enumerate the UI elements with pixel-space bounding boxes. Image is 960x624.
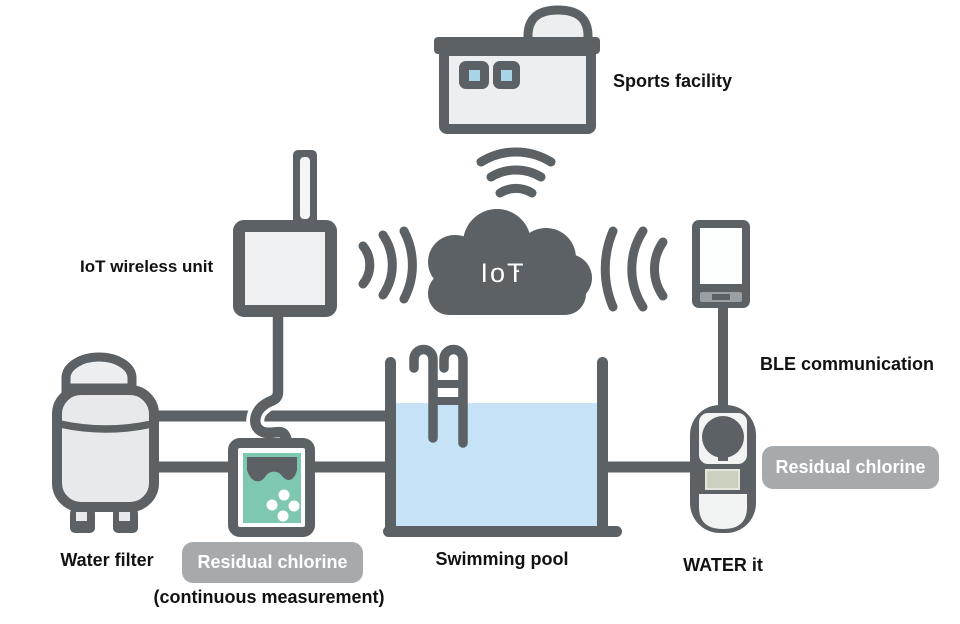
tank-divider	[59, 420, 153, 433]
sensor-liquid	[247, 457, 297, 482]
residual-chlorine-portable-badge: Residual chlorine	[762, 446, 939, 489]
building-window-2-pane	[501, 70, 512, 81]
water-it-label: WATER it	[683, 555, 763, 575]
smartphone-icon	[692, 220, 750, 412]
tank-body	[52, 385, 159, 512]
meter-display	[705, 469, 740, 490]
meter-base	[699, 494, 747, 529]
tank-foot-left-notch	[76, 512, 87, 521]
pool-wall-right	[597, 357, 608, 537]
building-window-1-pane	[469, 70, 480, 81]
pool-bottom	[383, 526, 622, 537]
iot-wireless-unit-icon	[233, 150, 337, 317]
antenna-slot	[300, 157, 310, 219]
meter-lens-tab	[718, 454, 728, 461]
iot-wireless-unit-label: IoT wireless unit	[80, 257, 214, 276]
cloud-label: IoT	[480, 258, 526, 288]
chlorine-sensor-icon	[228, 438, 315, 537]
signal-left-icon	[358, 226, 417, 304]
sports-facility-label: Sports facility	[613, 71, 733, 91]
meter-lens	[702, 416, 744, 458]
water-filter-label: Water filter	[60, 550, 154, 570]
sports-facility-icon	[434, 5, 600, 134]
wire-line	[250, 306, 293, 453]
unit-box	[233, 220, 337, 317]
phone-home-button	[712, 294, 730, 300]
tank-cap	[61, 352, 137, 393]
continuous-measurement-label: (continuous measurement)	[153, 587, 385, 607]
pool-wall-left	[385, 357, 396, 537]
water-it-meter-icon	[690, 405, 756, 533]
pool-ladder-icon	[409, 344, 468, 448]
ble-communication-label: BLE communication	[760, 354, 935, 374]
signal-right-icon	[600, 226, 668, 312]
iot-cloud-icon	[428, 209, 592, 315]
swimming-pool-label: Swimming pool	[435, 549, 569, 569]
sensor-bubbles	[266, 489, 300, 522]
water-filter-icon	[52, 352, 159, 533]
phone-screen	[700, 228, 742, 284]
sensor-wire	[246, 306, 296, 456]
tank-foot-right-notch	[119, 512, 130, 521]
pool-water	[396, 403, 597, 526]
residual-chlorine-continuous-badge: Residual chlorine	[182, 542, 363, 583]
wifi-signal-icon	[476, 147, 556, 198]
swimming-pool-icon	[383, 344, 622, 537]
